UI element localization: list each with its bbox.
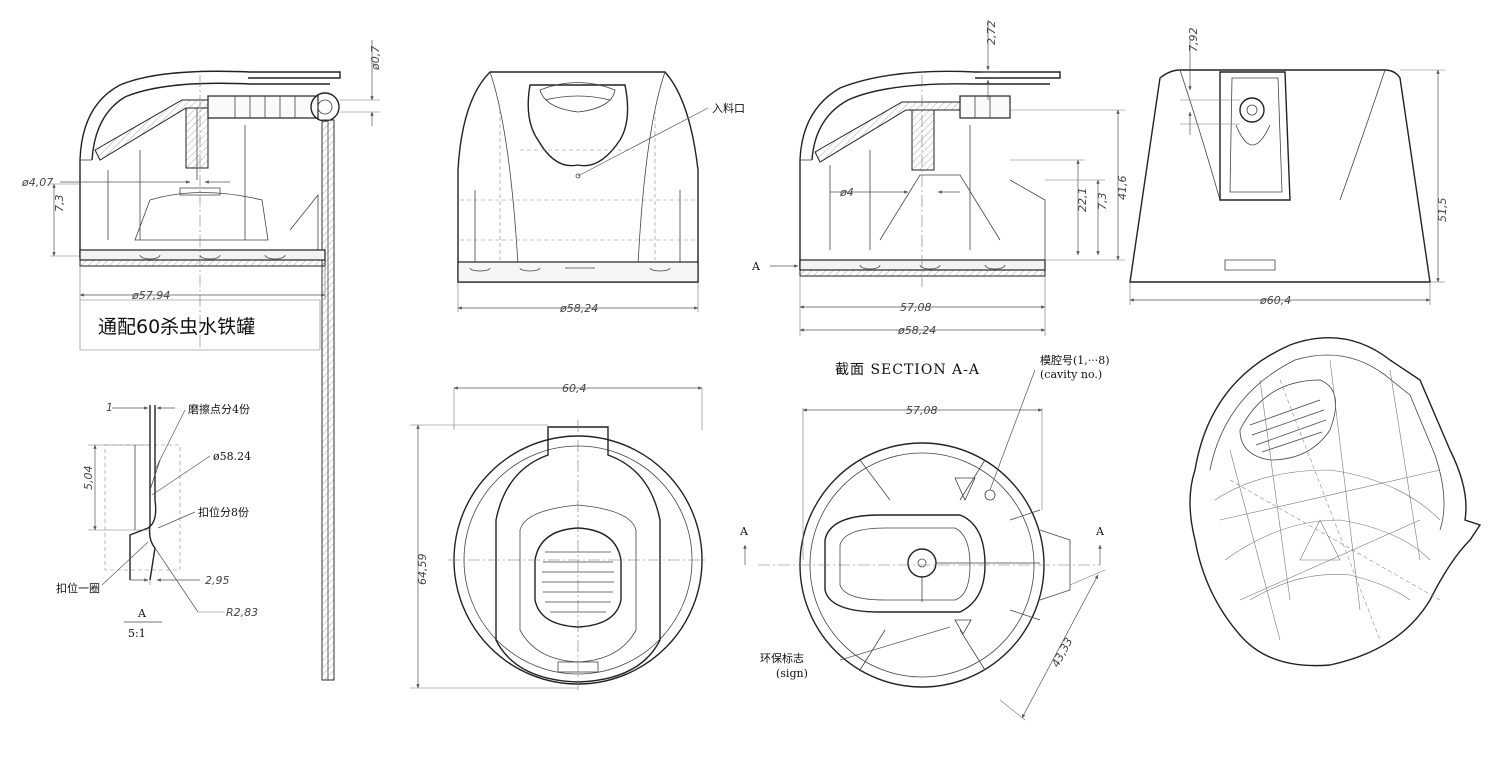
dim-rear-top: 7,92 [1187,28,1200,53]
dim-inner-dia: ø4,07 [21,176,53,189]
label-cavity-cn: 模腔号(1,···8) [1040,353,1110,367]
bottom-view: A A 57,08 43,33 模腔号(1,···8) (cavity no.)… [739,353,1110,721]
section-mark-right: A [1095,525,1105,538]
dim-rear-height: 51,5 [1436,198,1449,223]
label-inlet: 入料口 [712,101,745,115]
dim-top-height: 64,59 [416,554,429,586]
detail-scale: 5:1 [128,627,146,640]
dim-h1: 22,1 [1076,188,1089,213]
dim-tube-dia: ø0,7 [369,46,382,71]
can-fit-note: 通配60杀虫水铁罐 [98,316,255,338]
dim-h3: 41,6 [1116,176,1129,201]
isometric-view [1189,337,1482,667]
dim-bottom-width: 57,08 [906,404,938,417]
dim-front-base-dia: ø58,24 [559,302,598,315]
dim-detail-radius: R2,83 [226,606,258,619]
side-section-view: ø0,7 ø4,07 7,3 ø57,94 通配60杀虫水铁罐 [21,40,382,681]
label-ring: 扣位一圈 [56,581,100,595]
dim-nozzle-dia: ø4 [839,186,854,199]
dim-height: 7,3 [53,195,66,213]
dim-section-top: 2,72 [985,21,998,46]
front-view: 入料口 ø58,24 [457,71,745,315]
detail-name: A [137,607,147,620]
label-eco-cn: 环保标志 [760,651,804,665]
top-view: 60,4 64,59 [410,382,708,690]
section-a-marker: A [751,260,761,273]
label-eco-en: (sign) [776,667,808,680]
dim-base-dia: ø57,94 [131,289,170,302]
dim-detail-top: 1 [106,401,113,414]
dim-detail-height: 5,04 [82,466,95,491]
dim-w1: 57,08 [900,301,932,314]
dim-detail-dia: ø58.24 [213,450,251,463]
label-snap: 扣位分8份 [198,505,249,519]
dim-rear-base-dia: ø60,4 [1259,294,1291,307]
dim-top-width: 60,4 [562,382,587,395]
dim-h2: 7,3 [1096,193,1109,211]
label-cavity-en: (cavity no.) [1040,368,1102,381]
label-friction: 磨擦点分4份 [188,402,250,416]
detail-a-view: 1 5,04 磨擦点分4份 ø58.24 扣位分8份 扣位一圈 2,95 R2,… [56,401,258,640]
dim-bottom-diag: 43,33 [1049,635,1075,669]
dim-w2: ø58,24 [897,324,936,337]
dim-detail-width: 2,95 [205,574,230,587]
rear-view: 7,92 51,5 ø60,4 [1129,28,1449,307]
section-mark-left: A [739,525,749,538]
section-aa-view: A 2,72 ø4 22,1 7,3 41,6 57,08 ø58,24 截面 … [751,20,1129,378]
section-title: 截面 SECTION A-A [835,362,980,378]
